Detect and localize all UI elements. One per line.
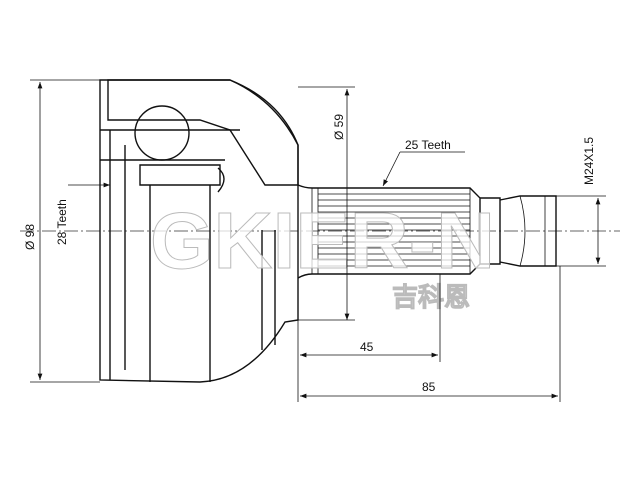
total-length-label: 85 [422,380,436,394]
watermark-chinese: 吉科恩 [392,282,470,312]
threaded-end [480,195,557,267]
dimension-neck-diameter: Ø 59 [298,86,355,321]
dimension-outer-diameter: Ø 98 [23,79,100,383]
outer-diameter-label: Ø 98 [23,224,37,250]
dimension-thread: M24X1.5 [556,137,606,267]
neck-diameter-label: Ø 59 [332,114,346,140]
outer-teeth-label: 25 Teeth [405,138,451,152]
watermark: GKIER-N 吉科恩 [150,196,496,313]
spline-shaft [297,184,481,279]
inner-teeth-label: 28 Teeth [55,199,69,245]
dimension-inner-teeth: 28 Teeth [55,182,110,245]
watermark-latin: GKIER-N [150,196,495,285]
joint-housing [99,79,299,383]
thread-label: M24X1.5 [582,137,596,185]
dimension-total-length: 85 [300,266,561,402]
dimension-spline-length: 45 [297,274,441,402]
dimension-outer-teeth: 25 Teeth [382,138,465,187]
spline-length-label: 45 [360,340,374,354]
